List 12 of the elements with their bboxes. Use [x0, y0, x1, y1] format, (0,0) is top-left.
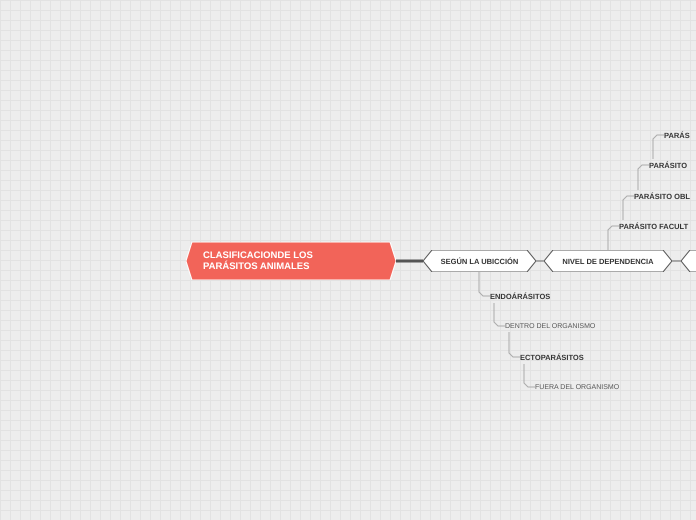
connector-line — [478, 272, 490, 296]
connector-line — [622, 196, 634, 220]
connector-line — [536, 260, 544, 262]
connector-line — [672, 260, 682, 262]
connector-line — [494, 302, 506, 326]
connector-line — [508, 332, 520, 358]
connector-line — [652, 134, 664, 160]
central-topic-label: CLASIFICACIONDE LOS PARÁSITOS ANIMALES — [203, 250, 314, 272]
connector-line — [638, 164, 650, 190]
connector-line — [608, 226, 620, 250]
connector-line — [524, 364, 536, 388]
connector-line — [396, 260, 423, 262]
